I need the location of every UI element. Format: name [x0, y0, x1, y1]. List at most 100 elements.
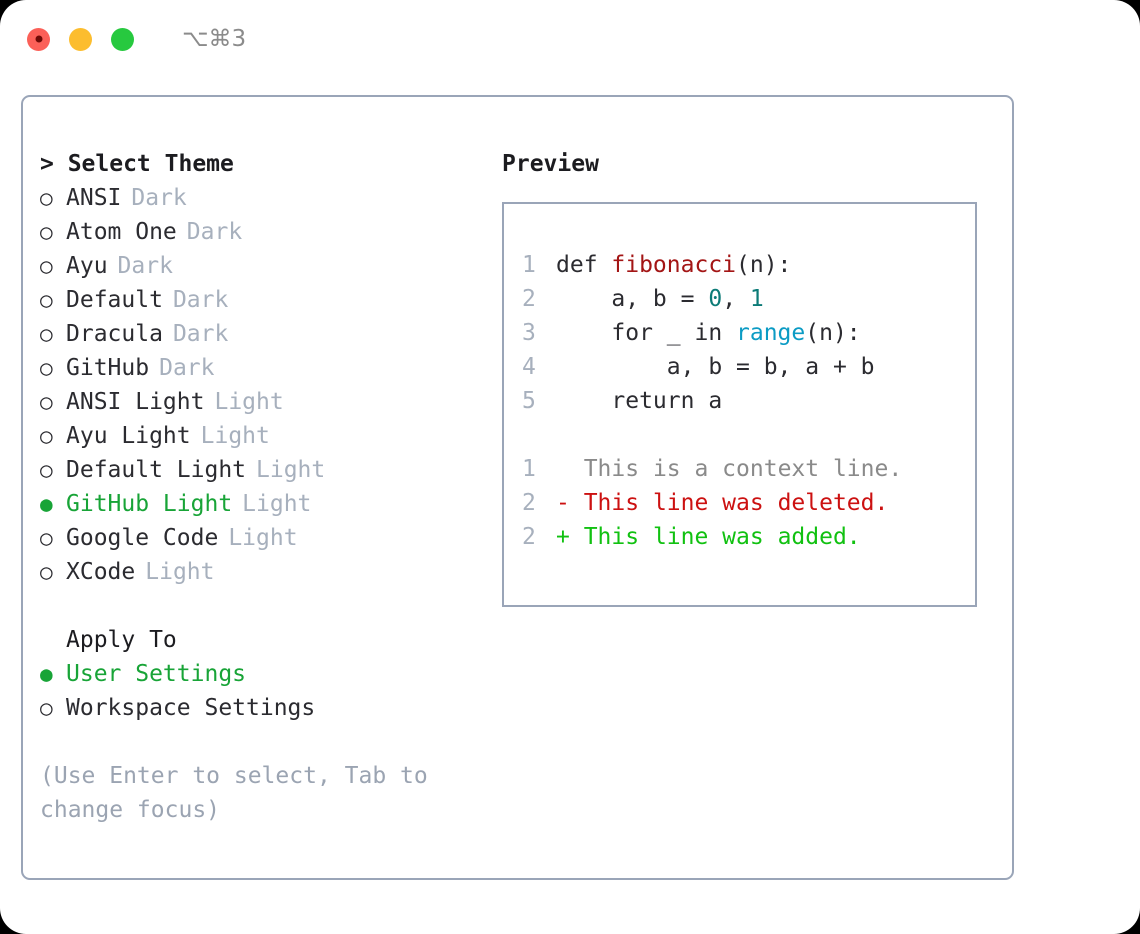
code-line: 4 a, b = b, a + b — [522, 350, 975, 384]
diff-line-text: + This line was added. — [556, 520, 861, 554]
theme-option-label: Ayu — [66, 253, 108, 279]
code-diff-separator — [522, 418, 975, 452]
diff-marker — [556, 456, 570, 482]
theme-option-github-light[interactable]: ● GitHub Light Light — [40, 487, 490, 521]
line-number: 4 — [522, 354, 536, 380]
line-number: 3 — [522, 320, 536, 346]
radio-unselected-icon: ○ — [40, 322, 53, 346]
diff-line-ctx: 1 This is a context line. — [522, 452, 975, 486]
theme-option-variant-badge: Light — [200, 423, 270, 449]
radio-unselected-icon: ○ — [40, 458, 53, 482]
diff-line-del: 2- This line was deleted. — [522, 486, 975, 520]
theme-option-label: Ayu Light — [66, 423, 191, 449]
radio-unselected-icon: ○ — [40, 696, 53, 720]
theme-option-ayu[interactable]: ○ Ayu Dark — [40, 249, 490, 283]
diff-text: This is a context line. — [569, 456, 903, 482]
theme-option-label: Google Code — [66, 525, 219, 551]
radio-unselected-icon: ○ — [40, 526, 53, 550]
close-button-icon[interactable] — [27, 27, 50, 51]
theme-option-variant-badge: Dark — [131, 185, 187, 211]
line-number: 1 — [522, 252, 536, 278]
window-controls — [27, 27, 134, 51]
code-line: 2 a, b = 0, 1 — [522, 282, 975, 316]
theme-list-header: > Select Theme — [40, 151, 234, 177]
code-token-plain: (n): — [736, 252, 792, 278]
line-number: 2 — [522, 286, 536, 312]
code-line: 1 def fibonacci(n): — [522, 248, 975, 282]
theme-option-default-light[interactable]: ○ Default Light Light — [40, 453, 490, 487]
diff-line-text: This is a context line. — [556, 452, 903, 486]
theme-option-label: Atom One — [66, 219, 177, 245]
radio-selected-icon: ● — [40, 662, 53, 686]
line-number: 5 — [522, 388, 536, 414]
diff-marker: + — [556, 524, 570, 550]
theme-option-dracula[interactable]: ○ Dracula Dark — [40, 317, 490, 351]
minimize-button-icon[interactable] — [69, 27, 92, 51]
code-token-builtin: range — [736, 320, 806, 346]
code-token-plain: a, b = — [556, 286, 709, 312]
theme-option-label: Default Light — [66, 457, 247, 483]
theme-option-label: Default — [66, 287, 163, 313]
theme-option-ayu-light[interactable]: ○ Ayu Light Light — [40, 419, 490, 453]
theme-option-xcode[interactable]: ○ XCode Light — [40, 555, 490, 589]
apply-to-option-label: Workspace Settings — [66, 695, 316, 721]
theme-option-variant-badge: Dark — [172, 321, 229, 347]
theme-option-variant-badge: Light — [242, 491, 312, 517]
radio-unselected-icon: ○ — [40, 356, 53, 380]
code-token-plain: for _ in — [556, 320, 737, 346]
apply-to-option-label: User Settings — [66, 661, 247, 687]
radio-unselected-icon: ○ — [40, 390, 53, 414]
apply-to-option-workspace-settings[interactable]: ○ Workspace Settings — [40, 691, 490, 725]
theme-option-ansi[interactable]: ○ ANSI Dark — [40, 181, 490, 215]
maximize-button-icon[interactable] — [111, 27, 134, 51]
theme-option-label: GitHub Light — [66, 491, 233, 517]
theme-option-label: GitHub — [66, 355, 150, 381]
code-line-text: def fibonacci(n): — [556, 248, 791, 282]
code-token-plain: def — [556, 252, 612, 278]
code-line-text: return a — [556, 384, 722, 418]
diff-marker: - — [556, 490, 570, 516]
diff-line-text: - This line was deleted. — [556, 486, 888, 520]
line-number: 2 — [522, 524, 536, 550]
keyboard-hint-text: (Use Enter to select, Tab to change focu… — [40, 763, 442, 823]
line-number: 2 — [522, 490, 536, 516]
theme-option-default[interactable]: ○ Default Dark — [40, 283, 490, 317]
theme-option-label: XCode — [66, 559, 136, 585]
preview-title: Preview — [502, 151, 599, 177]
radio-unselected-icon: ○ — [40, 560, 53, 584]
radio-selected-icon: ● — [40, 492, 53, 516]
theme-option-label: Dracula — [66, 321, 163, 347]
code-token-fn: fibonacci — [611, 252, 737, 278]
diff-text: This line was added. — [569, 524, 861, 550]
diff-sample: 1 This is a context line.2- This line wa… — [522, 452, 975, 554]
keyboard-shortcut-label: ⌥⌘3 — [182, 26, 247, 52]
theme-option-google-code[interactable]: ○ Google Code Light — [40, 521, 490, 555]
theme-option-variant-badge: Light — [256, 457, 326, 483]
radio-unselected-icon: ○ — [40, 254, 53, 278]
theme-option-label: ANSI — [66, 185, 122, 211]
theme-option-variant-badge: Light — [145, 559, 215, 585]
radio-unselected-icon: ○ — [40, 424, 53, 448]
theme-option-variant-badge: Dark — [172, 287, 229, 313]
code-token-num: 0 — [708, 286, 723, 312]
code-token-plain: return a — [556, 388, 723, 414]
diff-text: This line was deleted. — [569, 490, 889, 516]
apply-to-option-user-settings[interactable]: ● User Settings — [40, 657, 490, 691]
theme-option-variant-badge: Dark — [117, 253, 173, 279]
code-line-text: for _ in range(n): — [556, 316, 860, 350]
theme-option-variant-badge: Light — [228, 525, 298, 551]
radio-unselected-icon: ○ — [40, 186, 53, 210]
apply-to-option-list: ● User Settings ○ Workspace Settings — [40, 657, 490, 725]
radio-unselected-icon: ○ — [40, 220, 53, 244]
radio-unselected-icon: ○ — [40, 288, 53, 312]
code-line: 5 return a — [522, 384, 975, 418]
diff-line-add: 2 + This line was added. — [522, 520, 975, 554]
